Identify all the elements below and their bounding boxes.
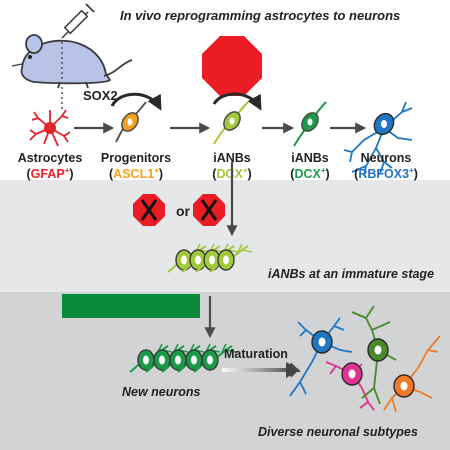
diagram-title: In vivo reprogramming astrocytes to neur… bbox=[120, 8, 400, 23]
marker-base: DCX bbox=[294, 167, 321, 181]
band-middle bbox=[0, 180, 450, 292]
marker-base: RBFOX3 bbox=[358, 167, 409, 181]
marker-paren-open: ( bbox=[290, 167, 295, 181]
marker-base: DCX bbox=[216, 167, 243, 181]
marker-paren-open: ( bbox=[109, 167, 114, 181]
ianb-dark-green-cell-icon bbox=[293, 101, 327, 147]
marker-sup: + bbox=[409, 166, 414, 175]
neuron-blue-cell-icon bbox=[343, 101, 413, 177]
immature-stage-label: iANBs at an immature stage bbox=[268, 267, 434, 281]
marker-paren-close: ) bbox=[326, 167, 330, 181]
marker-sup: + bbox=[65, 166, 70, 175]
self-renew-arrow-ianb bbox=[212, 92, 262, 111]
or-label: or bbox=[176, 203, 191, 219]
diverse-subtypes-label: Diverse neuronal subtypes bbox=[258, 425, 418, 439]
marker-base: ASCL1 bbox=[113, 167, 154, 181]
stage-marker-1: (ASCL1+) bbox=[109, 166, 163, 181]
stage-marker-4: (RBFOX3+) bbox=[354, 166, 418, 181]
sox2-label: SOX2 bbox=[83, 88, 118, 103]
marker-base: GFAP bbox=[31, 167, 65, 181]
astrocyte-cell-icon bbox=[29, 109, 71, 147]
stage-name-1: Progenitors bbox=[101, 151, 171, 165]
marker-sup: + bbox=[154, 166, 159, 175]
diverse-neurons-icon bbox=[289, 305, 441, 413]
new-neurons-label: New neurons bbox=[122, 385, 201, 399]
ianb-light-green-cell-icon bbox=[213, 101, 249, 145]
stop-x-icon-right bbox=[193, 194, 225, 226]
marker-paren-open: ( bbox=[212, 167, 217, 181]
syringe-icon bbox=[61, 3, 95, 39]
stage-name-3: iANBs bbox=[291, 151, 329, 165]
marker-sup: + bbox=[321, 166, 326, 175]
stop-sign-icon bbox=[202, 36, 262, 96]
mouse-icon bbox=[11, 34, 133, 89]
marker-sup: + bbox=[243, 166, 248, 175]
marker-paren-close: ) bbox=[414, 167, 418, 181]
marker-paren-close: ) bbox=[159, 167, 163, 181]
marker-paren-close: ) bbox=[248, 167, 252, 181]
marker-paren-close: ) bbox=[69, 167, 73, 181]
stop-x-icon-left bbox=[133, 194, 165, 226]
stage-marker-2: (DCX+) bbox=[212, 166, 251, 181]
maturation-label: Maturation bbox=[224, 347, 288, 361]
stage-name-2: iANBs bbox=[213, 151, 251, 165]
new-neuron-cluster-icon bbox=[129, 343, 237, 373]
stage-marker-3: (DCX+) bbox=[290, 166, 329, 181]
stage-name-0: Astrocytes bbox=[18, 151, 83, 165]
marker-paren-open: ( bbox=[354, 167, 359, 181]
immature-ianb-cluster-icon bbox=[167, 243, 253, 273]
marker-paren-open: ( bbox=[26, 167, 31, 181]
self-renew-arrow-progenitor bbox=[110, 92, 162, 111]
green-bar bbox=[62, 294, 200, 318]
stage-name-4: Neurons bbox=[361, 151, 412, 165]
progenitor-cell-icon bbox=[115, 101, 147, 143]
stage-marker-0: (GFAP+) bbox=[26, 166, 73, 181]
